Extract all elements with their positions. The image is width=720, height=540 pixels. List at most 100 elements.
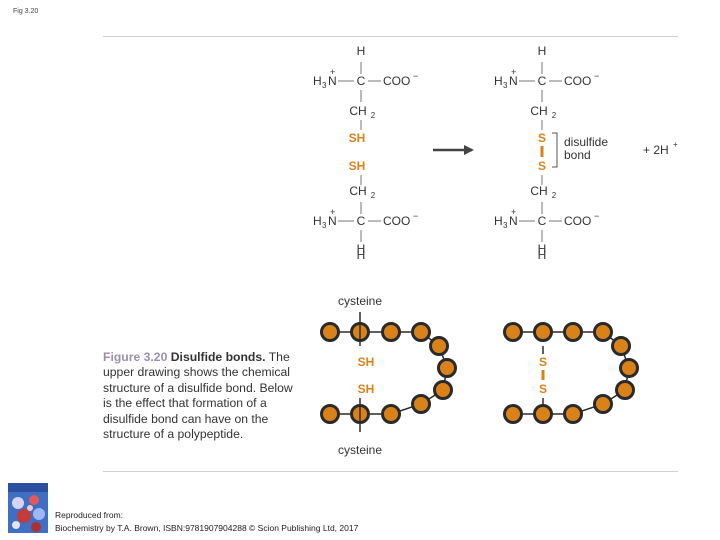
slide-label: Fig 3.20 xyxy=(13,8,39,15)
right-chain-residue xyxy=(563,404,583,424)
left-bottom-methylene-text: CH xyxy=(349,184,366,198)
figure-caption: Figure 3.20 Disulfide bonds. The upper d… xyxy=(103,350,303,442)
right-chain-residue xyxy=(563,322,583,342)
right-top-methylene-text: CH xyxy=(530,104,547,118)
left-bottom-hydrogen-bottom: H xyxy=(357,242,366,256)
left-top-amino-n: N xyxy=(328,74,337,88)
left-top-carboxyl-text: COO xyxy=(383,74,410,88)
cysteine-top-label: cysteine xyxy=(338,294,382,308)
right-bottom-carboxyl-text: COO xyxy=(564,214,591,228)
right-chain-residue xyxy=(533,404,553,424)
figure-number: Figure 3.20 xyxy=(103,350,168,364)
left-top-amino-h: H xyxy=(313,74,322,88)
left-bottom-methylene-subscript: 2 xyxy=(371,191,376,200)
left-chain-residue xyxy=(381,322,401,342)
right-bottom-sulfur: S xyxy=(538,159,546,173)
right-top-carboxyl-charge: − xyxy=(594,71,599,81)
right-chain-residue xyxy=(593,322,613,342)
right-top-amino-subscript: 3 xyxy=(503,81,508,90)
left-top-methylene-group: CH 2 xyxy=(349,104,375,120)
right-top-methylene-subscript: 2 xyxy=(552,111,557,120)
product-hydrogen-charge: + xyxy=(673,140,678,149)
left-bottom-methylene-group: CH 2 xyxy=(349,184,375,200)
right-top-hydrogen: H xyxy=(538,44,547,58)
left-chain-residue xyxy=(320,322,340,342)
left-bottom-amino-n: N xyxy=(328,214,337,228)
left-bottom-carbon: C xyxy=(357,214,366,228)
disulfide-bracket xyxy=(552,132,558,168)
left-chain-residue xyxy=(437,358,457,378)
left-top-methylene-subscript: 2 xyxy=(371,111,376,120)
right-top-carboxyl-group: COO− xyxy=(564,71,599,88)
right-top-sulfur: S xyxy=(538,131,546,145)
left-top-amino-charge: + xyxy=(330,67,335,77)
chain-top-thiol: SH xyxy=(358,355,375,369)
right-bottom-amino-n: N xyxy=(509,214,518,228)
top-divider xyxy=(103,36,678,37)
right-bottom-hydrogen-bottom: H xyxy=(538,242,547,256)
right-top-amino-n: N xyxy=(509,74,518,88)
right-bottom-amino-charge: + xyxy=(511,207,516,217)
left-bottom-carboxyl-text: COO xyxy=(383,214,410,228)
right-top-carbon: C xyxy=(538,74,547,88)
right-chain-residue xyxy=(619,358,639,378)
figure-caption-text: The upper drawing shows the chemical str… xyxy=(103,350,293,442)
disulfide-label-line-2: bond xyxy=(564,148,591,162)
left-top-carboxyl-charge: − xyxy=(413,71,418,81)
left-top-thiol: SH xyxy=(349,131,366,145)
right-bottom-amino-h: H xyxy=(494,214,503,228)
right-bottom-methylene-text: CH xyxy=(530,184,547,198)
product-hydrogen: + 2H xyxy=(643,143,669,157)
left-bottom-carboxyl-group: COO− xyxy=(383,211,418,228)
right-bottom-methylene-subscript: 2 xyxy=(552,191,557,200)
right-chain-residue xyxy=(611,336,631,356)
left-top-carboxyl-group: COO− xyxy=(383,71,418,88)
right-chain-residue xyxy=(503,322,523,342)
right-chain-residue xyxy=(593,394,613,414)
right-chain-residue xyxy=(503,404,523,424)
reaction-arrow-head xyxy=(464,145,474,155)
right-top-amino-charge: + xyxy=(511,67,516,77)
left-chain-residue xyxy=(381,404,401,424)
credit-line-1: Reproduced from: xyxy=(55,510,124,520)
right-top-amino-h: H xyxy=(494,74,503,88)
figure-title: Disulfide bonds. xyxy=(170,350,266,364)
left-top-carbon: C xyxy=(357,74,366,88)
right-top-carboxyl-text: COO xyxy=(564,74,591,88)
left-chain-residue xyxy=(433,380,453,400)
left-top-hydrogen: H xyxy=(357,44,366,58)
right-bottom-methylene-group: CH 2 xyxy=(530,184,556,200)
right-bottom-carbon: C xyxy=(538,214,547,228)
right-chain-residue xyxy=(533,322,553,342)
left-bottom-carboxyl-charge: − xyxy=(413,211,418,221)
right-bottom-carboxyl-charge: − xyxy=(594,211,599,221)
right-bottom-hydrogen: H xyxy=(538,248,547,262)
left-chain-residue xyxy=(429,336,449,356)
chain-top-sulfur: S xyxy=(539,355,547,369)
chain-bottom-sulfur: S xyxy=(539,382,547,396)
left-bottom-thiol: SH xyxy=(349,159,366,173)
right-bottom-carboxyl-group: COO− xyxy=(564,211,599,228)
right-top-methylene-group: CH 2 xyxy=(530,104,556,120)
chain-bottom-thiol: SH xyxy=(358,382,375,396)
left-chain-residue xyxy=(320,404,340,424)
left-bottom-hydrogen: H xyxy=(357,248,366,262)
left-bottom-amino-h: H xyxy=(313,214,322,228)
credit: Reproduced from: Biochemistry by T.A. Br… xyxy=(55,509,358,535)
cysteine-bottom-label: cysteine xyxy=(338,443,382,457)
left-chain-residue xyxy=(411,322,431,342)
left-chain-residue xyxy=(411,394,431,414)
right-chain-residue xyxy=(615,380,635,400)
left-top-amino-subscript: 3 xyxy=(322,81,327,90)
bottom-divider xyxy=(103,471,678,472)
book-cover-image xyxy=(8,483,48,533)
right-bottom-amino-subscript: 3 xyxy=(503,221,508,230)
left-top-methylene-text: CH xyxy=(349,104,366,118)
left-bottom-amino-subscript: 3 xyxy=(322,221,327,230)
